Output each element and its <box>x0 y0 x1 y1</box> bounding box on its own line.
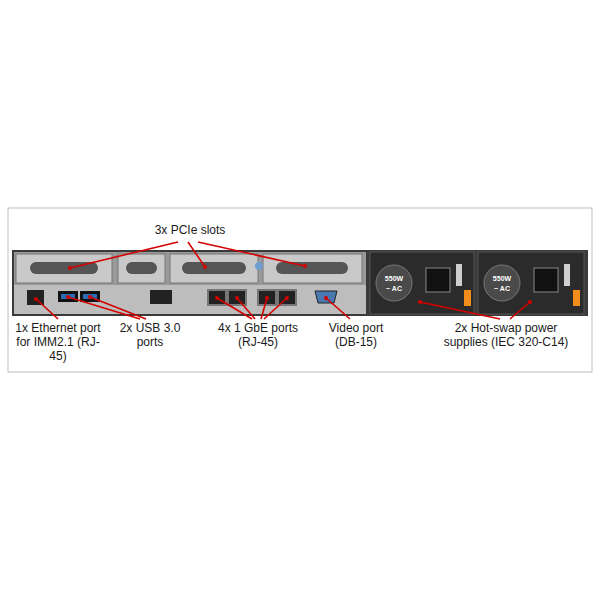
callout-label: 3x PCIe slots <box>130 224 250 238</box>
psu-rating: ~ AC <box>494 285 510 292</box>
frame <box>8 208 592 372</box>
psu-rating: 550W <box>493 275 511 282</box>
psu-rating: 550W <box>385 275 403 282</box>
leader-dots <box>34 264 532 304</box>
ports <box>27 289 337 306</box>
callout-label: 1x Ethernet port for IMM2.1 (RJ-45) <box>8 322 108 363</box>
pcie-slots <box>16 254 362 283</box>
power-supplies <box>370 252 584 314</box>
callout-label: 4x 1 GbE ports (RJ-45) <box>213 322 303 350</box>
psu-rating: ~ AC <box>386 285 402 292</box>
io-panel <box>14 252 366 314</box>
callout-label: 2x Hot-swap power supplies (IEC 320-C14) <box>441 322 571 350</box>
callout-label: 2x USB 3.0 ports <box>110 322 190 350</box>
leader-lines <box>36 242 530 319</box>
port-row <box>14 285 366 314</box>
callout-label: Video port (DB-15) <box>316 322 396 350</box>
